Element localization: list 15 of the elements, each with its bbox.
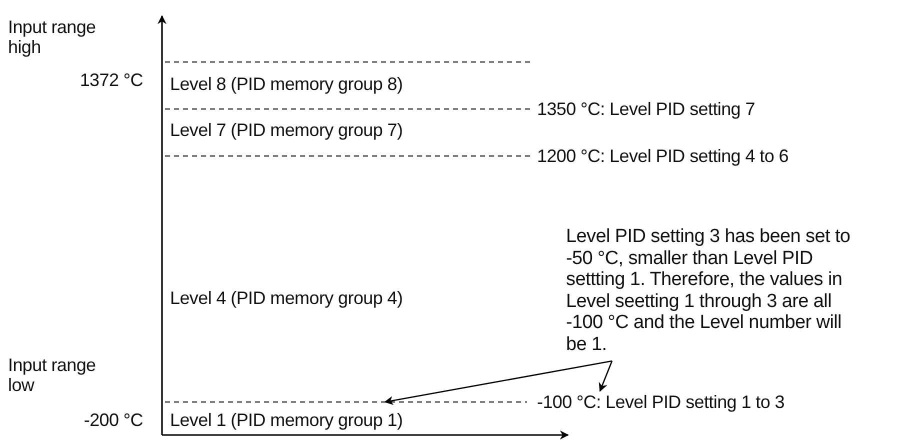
threshold-label: 1200 °C: Level PID setting 4 to 6 [537, 146, 788, 166]
arrow [384, 360, 612, 405]
level-label: Level 4 (PID memory group 4) [170, 288, 403, 308]
axis-label: Input range low [8, 355, 97, 395]
value-label: -200 °C [84, 410, 143, 430]
threshold-label: -100 °C: Level PID setting 1 to 3 [537, 392, 922, 412]
value-label: 1372 °C [80, 70, 143, 90]
level-label: Level 8 (PID memory group 8) [170, 74, 403, 94]
level-boundary-line [165, 401, 527, 403]
note-text: Level PID setting 3 has been set to -50 °C, smaller than Level PID settting 1. Therefore, the values in Level seetting 1 through 3 are all -100 °C and the Level number will be 1. [566, 226, 866, 355]
threshold-label: 1350 °C: Level PID setting 7 [537, 99, 755, 119]
axis-label: Input range high [8, 17, 97, 57]
level-label: Level 1 (PID memory group 1) [170, 410, 403, 430]
arrow [598, 360, 613, 392]
level-label: Level 7 (PID memory group 7) [170, 120, 403, 140]
